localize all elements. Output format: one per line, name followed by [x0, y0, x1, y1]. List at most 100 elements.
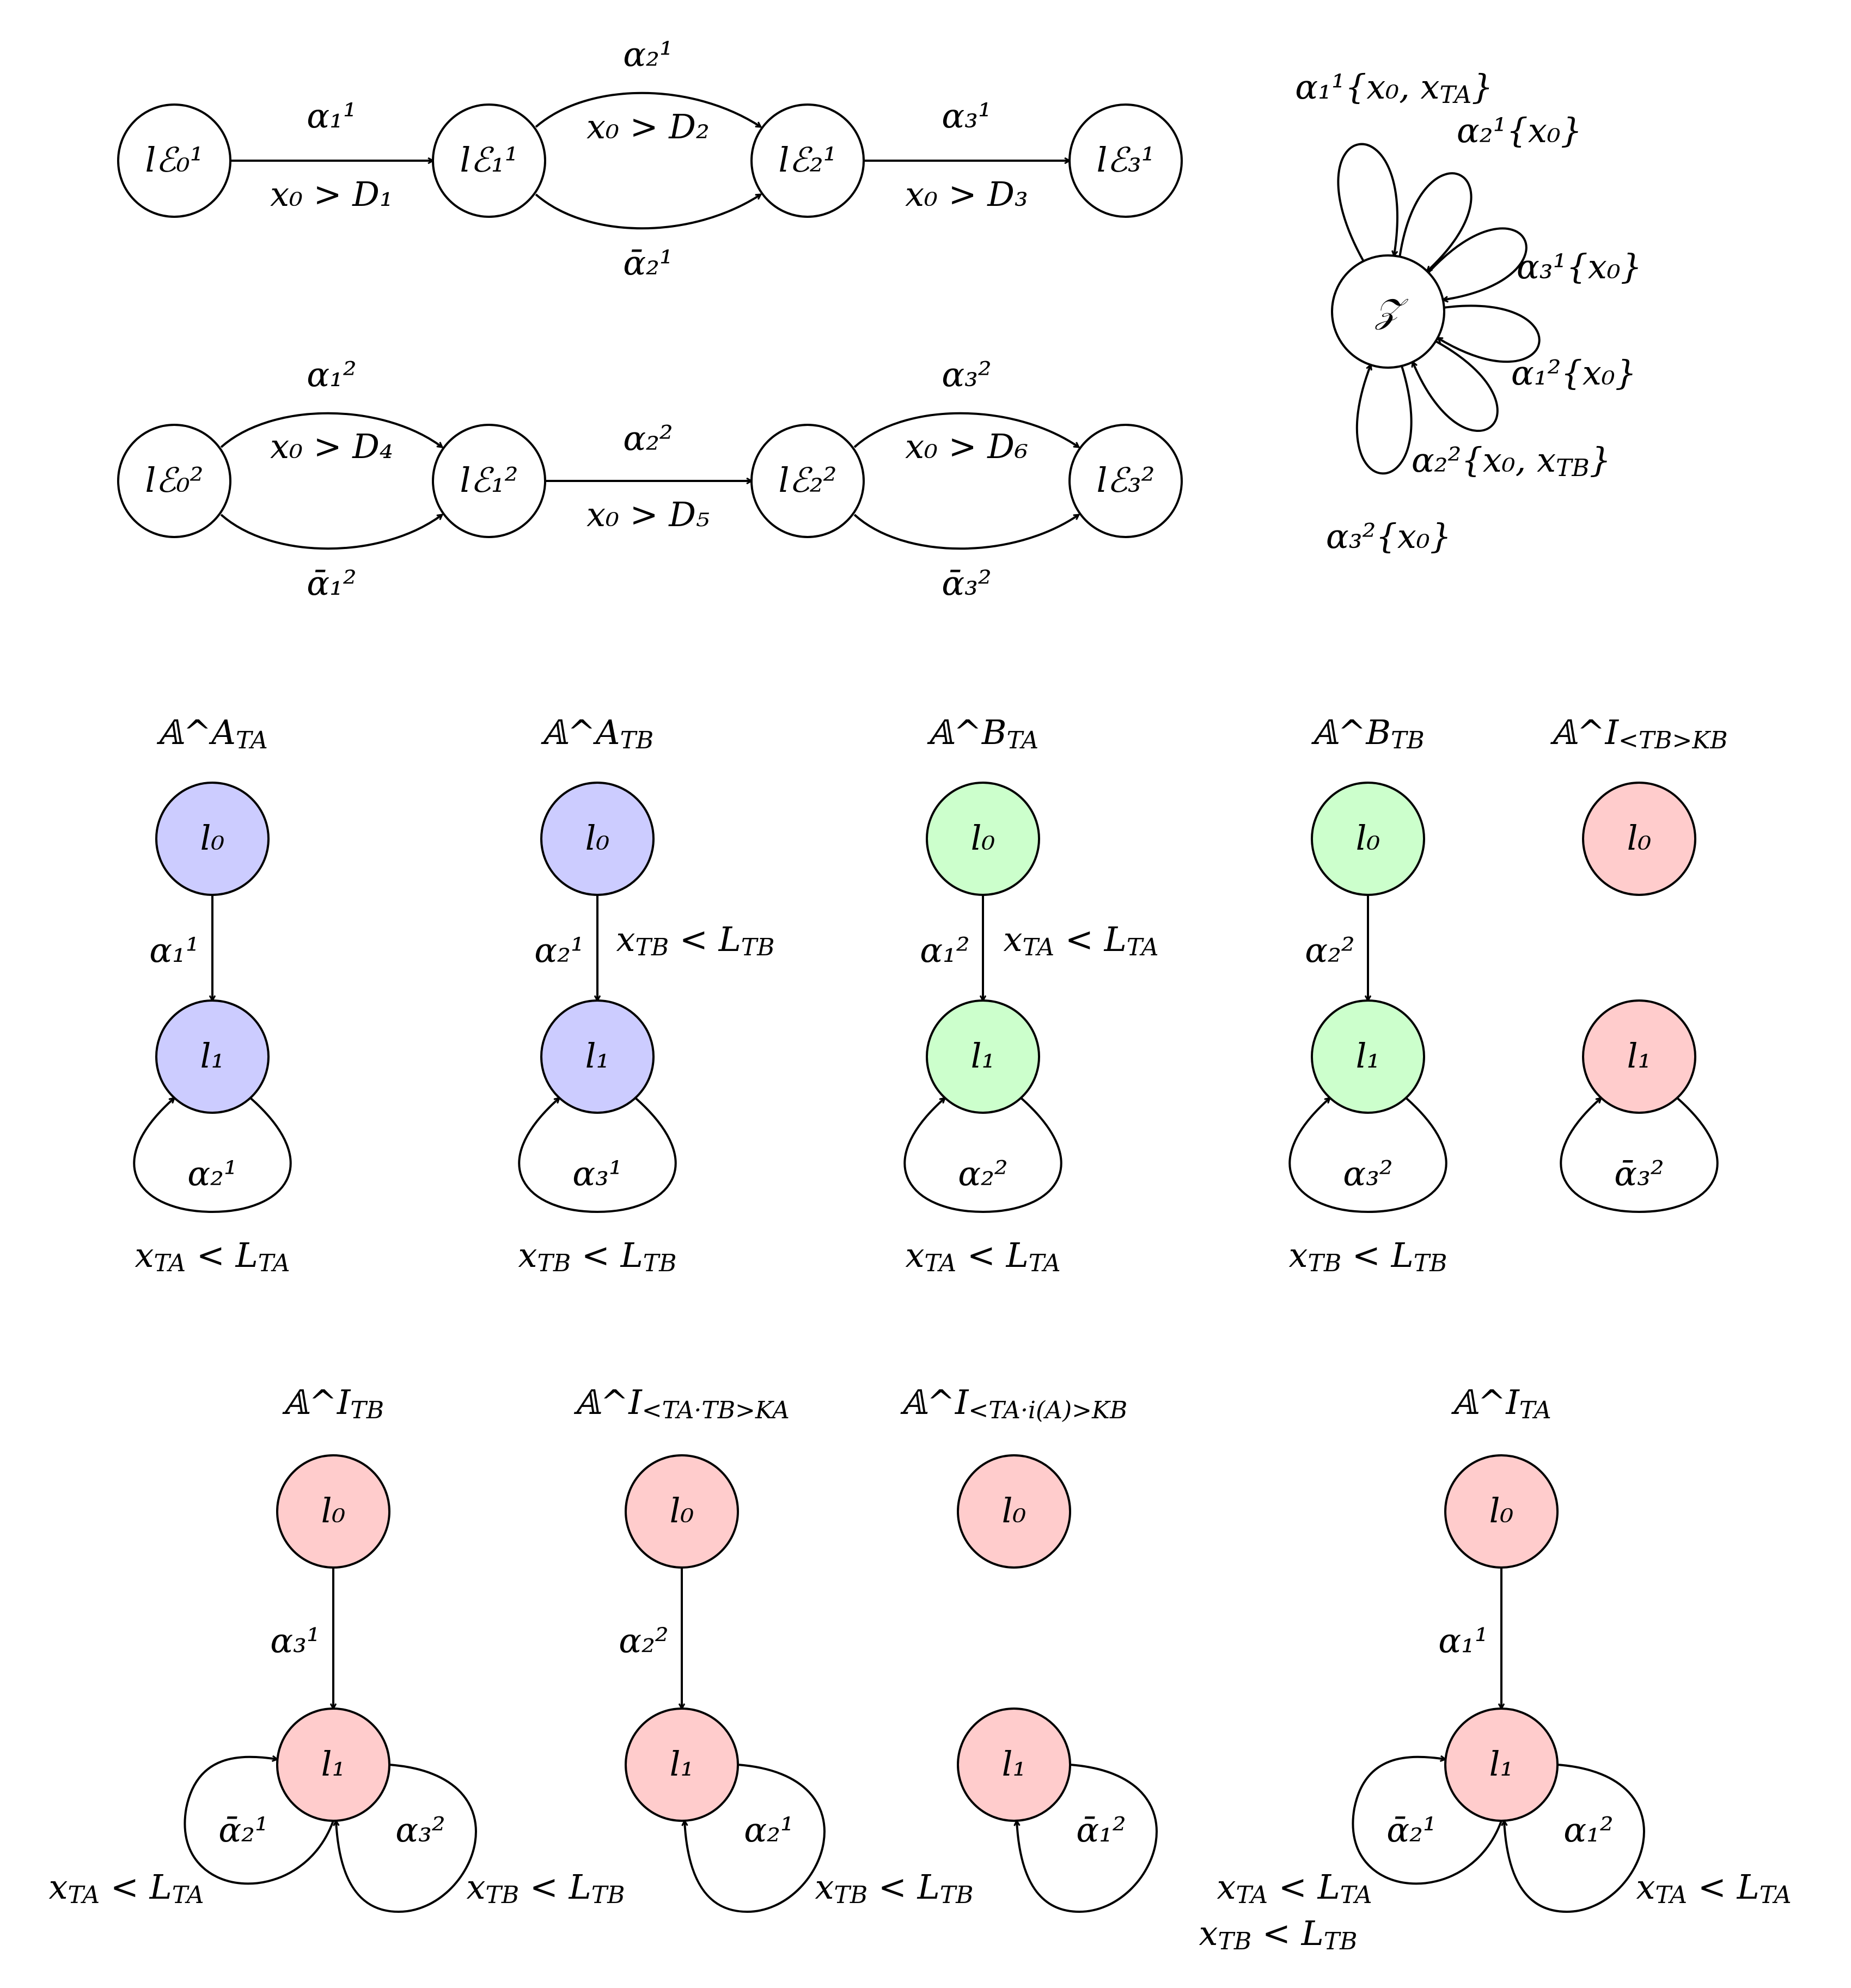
- component-7-loop-right: [1017, 1764, 1158, 1913]
- component-1-loop-guard: xTB < LTB: [518, 1235, 677, 1277]
- component-3-l0-label: l₀: [1356, 818, 1380, 858]
- ea2-state-2-circle: [750, 424, 865, 538]
- component-2-l1-label: l₁: [971, 1036, 995, 1076]
- clock-state: [1331, 254, 1445, 369]
- clock-loop-3: [1438, 304, 1541, 363]
- component-8-loop-left: [1352, 1757, 1502, 1885]
- component-2-edge-event: α₁²: [920, 930, 970, 970]
- ea1-edge-1-guard: x₀ > D₂: [587, 107, 710, 147]
- node-layer: [117, 103, 1696, 1822]
- component-8-loop-right-event: α₁²: [1563, 1810, 1614, 1850]
- component-3-l1-circle: [1311, 999, 1425, 1114]
- component-6-l0: [625, 1454, 739, 1569]
- ea2-state-3-label: lℰ₃²: [1096, 460, 1154, 500]
- ea2-state-2-label: lℰ₂²: [778, 460, 836, 500]
- ea1-edge-2: [535, 194, 761, 230]
- component-8-edge-event: α₁¹: [1438, 1621, 1488, 1661]
- component-5-edge-event: α₃¹: [270, 1621, 320, 1661]
- component-5-l0-circle: [276, 1454, 390, 1569]
- ea2-edge-0-event: α₁²: [307, 355, 357, 394]
- component-3-loop-guard: xTB < LTB: [1289, 1235, 1447, 1277]
- ea2-state-1-circle: [432, 424, 546, 538]
- component-2-l0-circle: [926, 782, 1040, 896]
- component-7-l1-circle: [957, 1708, 1071, 1822]
- ea1-state-2-circle: [750, 103, 865, 218]
- component-5-l0: [276, 1454, 390, 1569]
- clock-loop-1-label: α₂¹{x₀}: [1457, 111, 1582, 150]
- component-6-l1-label: l₁: [670, 1744, 694, 1784]
- clock-loop-2-label: α₃¹{x₀}: [1517, 247, 1642, 286]
- component-0-l0-circle: [155, 782, 270, 896]
- component-6-edge-event: α₂²: [619, 1621, 669, 1661]
- ea1-edge-3-guard: x₀ > D₃: [905, 174, 1028, 214]
- component-3-loop: [1288, 1098, 1447, 1213]
- component-1-edge-event: α₂¹: [534, 930, 584, 970]
- component-4-l0-label: l₀: [1627, 818, 1652, 858]
- ea1-state-0-circle: [117, 103, 231, 218]
- ea1-state-3: [1068, 103, 1183, 218]
- component-4-title: 𝔸^I<TB>KB: [1550, 712, 1727, 754]
- component-2-loop-event: α₂²: [958, 1154, 1008, 1193]
- component-2-l0: [926, 782, 1040, 896]
- ea2-state-1: [432, 424, 546, 538]
- component-3-title: 𝔸^BTB: [1311, 712, 1424, 754]
- component-5-l0-label: l₀: [321, 1491, 346, 1530]
- ea1-state-0: [117, 103, 231, 218]
- ea1-state-3-label: lℰ₃¹: [1096, 140, 1154, 180]
- component-0-loop: [133, 1098, 292, 1213]
- component-7-l1: [957, 1708, 1071, 1822]
- component-1-l1-circle: [540, 999, 655, 1114]
- component-4-l0: [1582, 782, 1696, 896]
- component-6-loop-right-guard: xTB < LTB: [815, 1867, 974, 1909]
- ea2-edge-3-guard: x₀ > D₆: [905, 426, 1028, 466]
- component-4-l1-label: l₁: [1627, 1036, 1652, 1076]
- ea1-state-3-circle: [1068, 103, 1183, 218]
- ea2-state-3: [1068, 424, 1183, 538]
- component-8-loop-right-guard: xTA < LTA: [1636, 1867, 1792, 1909]
- component-4-l1-circle: [1582, 999, 1696, 1114]
- ea1-edge-2-event: ᾱ₂¹: [623, 243, 673, 283]
- component-5-title: 𝔸^ITB: [282, 1382, 384, 1424]
- ea1-state-1-label: lℰ₁¹: [460, 140, 518, 180]
- component-8-loop-left-event: ᾱ₂¹: [1386, 1810, 1437, 1850]
- component-8-l1-circle: [1444, 1708, 1559, 1822]
- component-2-title: 𝔸^BTA: [927, 712, 1038, 754]
- component-4-l0-circle: [1582, 782, 1696, 896]
- component-5-loop-right-guard: xTB < LTB: [467, 1867, 625, 1909]
- component-3-l1: [1311, 999, 1425, 1114]
- component-6-l0-circle: [625, 1454, 739, 1569]
- component-6-loop-right: [685, 1764, 826, 1913]
- component-5-loop-left-event: ᾱ₂¹: [218, 1810, 268, 1850]
- component-3-edge-event: α₂²: [1305, 930, 1355, 970]
- ea2-state-0: [117, 424, 231, 538]
- component-5-loop-right: [336, 1764, 477, 1913]
- component-1-loop-event: α₃¹: [572, 1154, 622, 1193]
- component-0-loop-guard: xTA < LTA: [135, 1235, 290, 1277]
- edge-layer: [133, 92, 1719, 1913]
- clock-loop-4-label: α₂²{x₀, xTB}: [1412, 440, 1611, 482]
- ea2-state-2: [750, 424, 865, 538]
- component-6-loop-right-event: α₂¹: [744, 1810, 794, 1850]
- ea2-state-3-circle: [1068, 424, 1183, 538]
- component-5-loop-right-event: α₃²: [395, 1810, 445, 1850]
- component-4-l1: [1582, 999, 1696, 1114]
- component-1-l1: [540, 999, 655, 1114]
- ea2-edge-4-event: ᾱ₃²: [942, 563, 992, 603]
- component-2-l1: [926, 999, 1040, 1114]
- component-1-l0: [540, 782, 655, 896]
- component-3-l0: [1311, 782, 1425, 896]
- ea2-edge-0-guard: x₀ > D₄: [270, 426, 393, 466]
- component-0-loop-event: α₂¹: [187, 1154, 237, 1193]
- ea2-state-1-label: lℰ₁²: [460, 460, 518, 500]
- component-6-l0-label: l₀: [670, 1491, 694, 1530]
- clock-loop-1: [1398, 172, 1473, 271]
- component-8-loop-left-guard: xTA < LTA: [1217, 1867, 1372, 1909]
- component-0-l1: [155, 999, 270, 1114]
- clock-loop-0-label: α₁¹{x₀, xTA}: [1295, 67, 1493, 109]
- component-3-loop-event: α₃²: [1343, 1154, 1393, 1193]
- component-8-loop-left-guard-2: xTB < LTB: [1199, 1913, 1358, 1955]
- component-0-l0: [155, 782, 270, 896]
- ea1-edge-3-event: α₃¹: [942, 96, 992, 136]
